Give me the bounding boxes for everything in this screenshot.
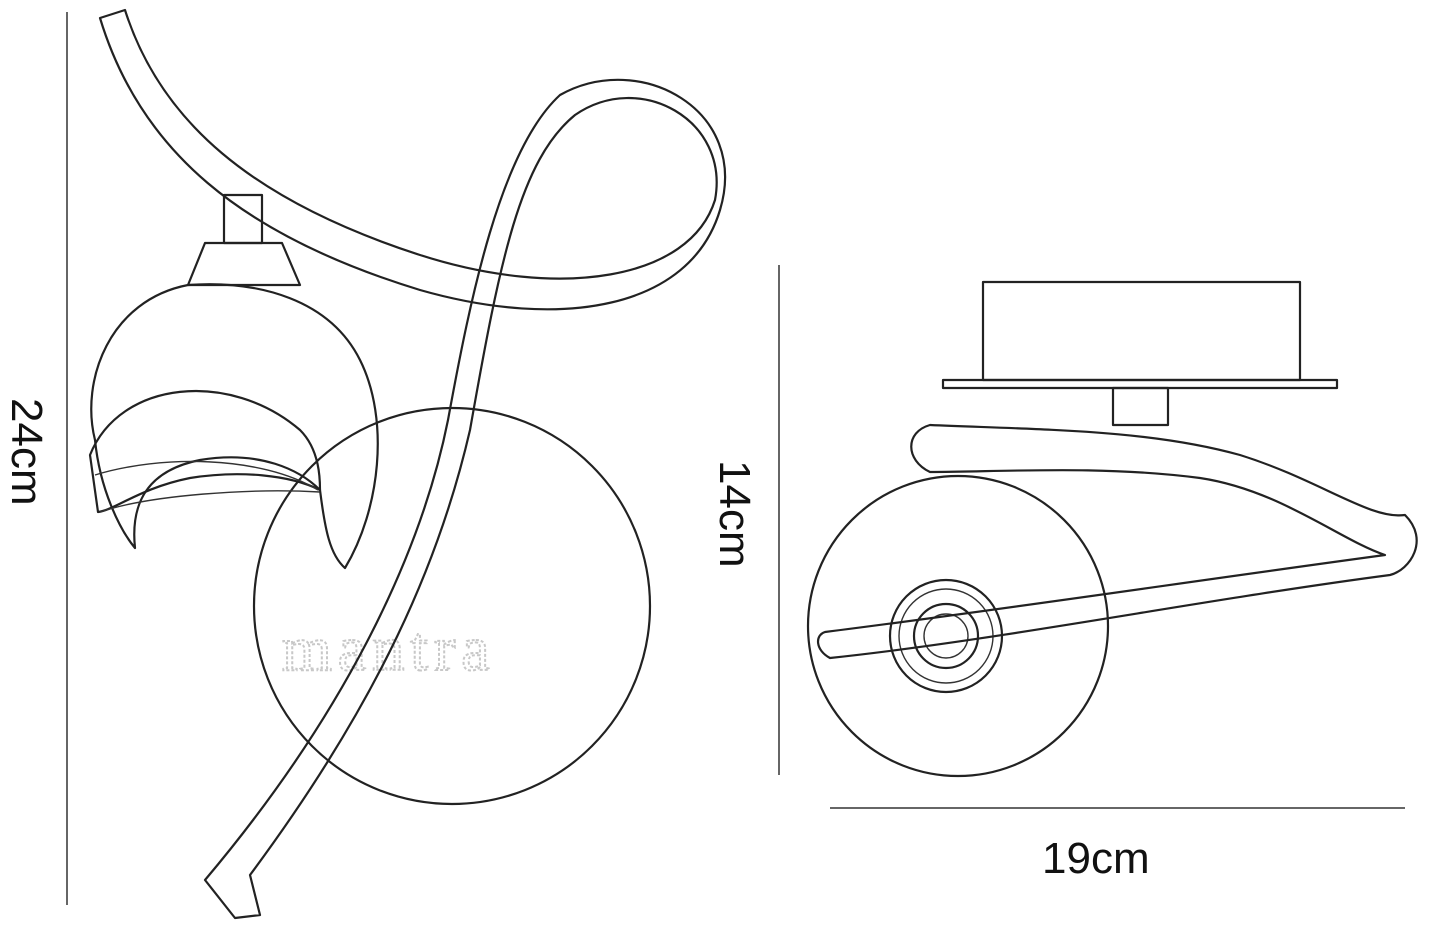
mount-plate <box>941 378 1339 390</box>
side-view: 14cm 19cm <box>710 265 1418 883</box>
side-stem <box>1111 386 1170 427</box>
height-label-right: 14cm <box>710 460 759 568</box>
shade-band <box>94 460 321 513</box>
side-backplate <box>806 474 1110 778</box>
mount-box <box>981 280 1302 382</box>
front-view: 24cm mantra <box>2 8 727 920</box>
width-label: 19cm <box>1042 834 1150 883</box>
ring-inner <box>923 613 969 659</box>
glass-shade <box>90 283 379 570</box>
watermark-logo: mantra <box>282 613 496 684</box>
ring-3 <box>912 602 980 670</box>
backplate-circle <box>252 406 652 806</box>
shade-cap <box>186 241 302 287</box>
shade-inner-lip <box>88 390 322 514</box>
arm-ribbon <box>98 8 727 920</box>
ring-outer <box>888 578 1004 694</box>
height-label-left: 24cm <box>2 398 51 506</box>
side-arm <box>817 423 1418 660</box>
